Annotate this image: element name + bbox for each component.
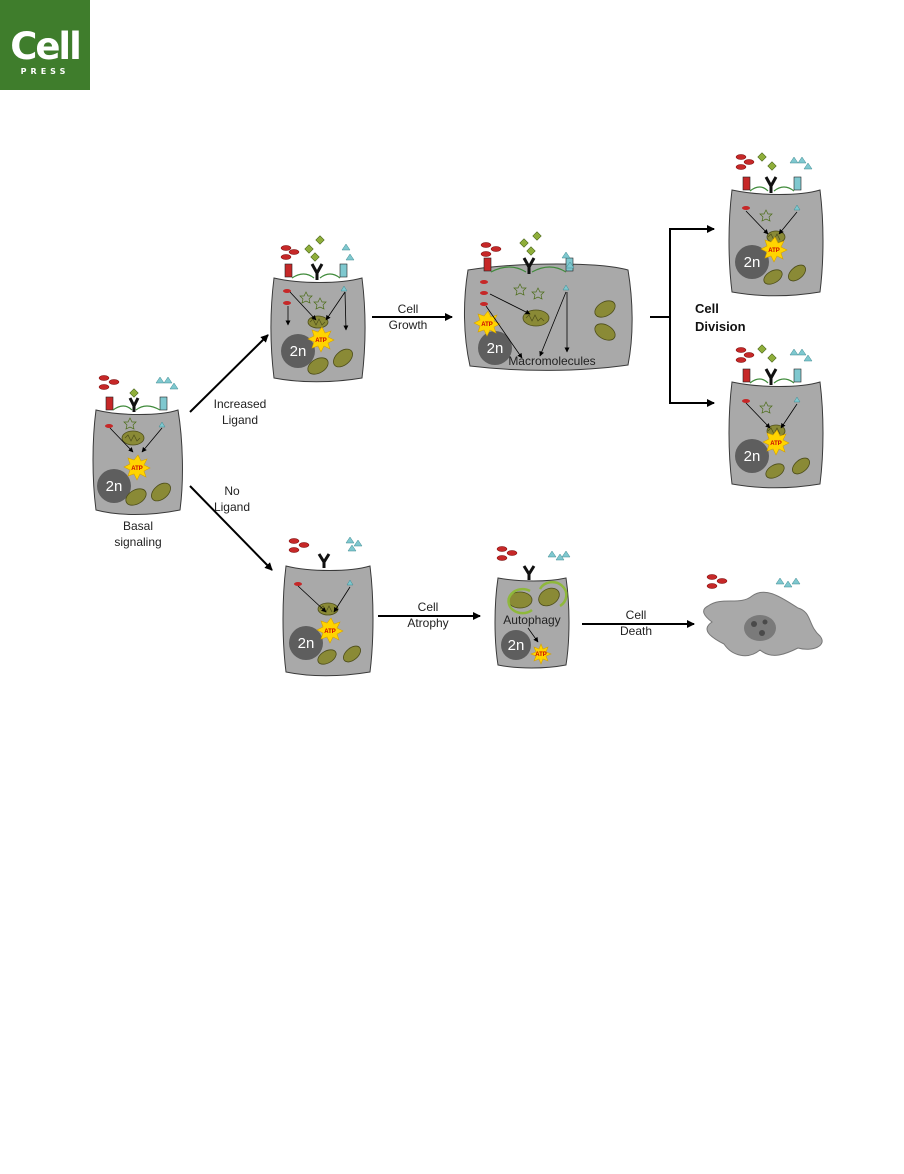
cell-press-logo: Cell PRESS bbox=[0, 0, 90, 90]
black-receptor bbox=[310, 263, 324, 280]
mitochondrion bbox=[594, 300, 616, 318]
red-receptor bbox=[105, 396, 114, 411]
arrow-cell-division-lower bbox=[669, 317, 715, 407]
red-receptor bbox=[742, 368, 751, 383]
cyan-receptor bbox=[339, 263, 348, 278]
nucleus bbox=[97, 469, 131, 503]
svg-text:ATP: ATP bbox=[131, 466, 143, 472]
atp-labels: ATP ATP ATP ATP ATP ATP ATP bbox=[131, 248, 782, 658]
nuclei bbox=[97, 245, 776, 660]
atp-burst bbox=[123, 454, 151, 481]
svg-text:ATP: ATP bbox=[315, 338, 327, 344]
red-ligands bbox=[98, 154, 755, 589]
label-cell-growth: Growth bbox=[389, 318, 428, 332]
arrow-no-ligand bbox=[189, 485, 273, 571]
nucleus-label: 2n bbox=[487, 340, 504, 357]
black-receptor bbox=[764, 176, 778, 193]
black-receptor bbox=[317, 553, 331, 568]
label-cell-division: Cell bbox=[695, 301, 719, 316]
mitochondrion bbox=[788, 264, 806, 282]
black-receptor bbox=[128, 397, 140, 412]
atp-bursts bbox=[123, 236, 790, 665]
mitochondrion bbox=[792, 457, 810, 475]
mitochondrion bbox=[763, 269, 783, 285]
label-basal-signaling: signaling bbox=[114, 535, 161, 549]
atp-burst bbox=[762, 429, 790, 456]
atp-burst bbox=[530, 643, 552, 665]
cyan-ligands bbox=[155, 156, 813, 588]
nucleus-label: 2n bbox=[508, 637, 525, 654]
cyan-receptor bbox=[159, 396, 168, 411]
red-receptor bbox=[284, 263, 293, 278]
label-increased-ligand: Ligand bbox=[222, 413, 258, 427]
mitochondrion bbox=[125, 488, 147, 506]
arrow-cell-division bbox=[650, 225, 715, 318]
cyan-receptor bbox=[793, 176, 802, 191]
label-no-ligand: Ligand bbox=[214, 500, 250, 514]
nucleus bbox=[735, 439, 769, 473]
nucleus bbox=[281, 334, 315, 368]
label-basal-signaling: Basal bbox=[123, 519, 153, 533]
membrane-signaling-arcs bbox=[112, 186, 795, 411]
label-cell-atrophy: Atrophy bbox=[407, 616, 448, 630]
logo-wordmark: Cell bbox=[10, 25, 82, 68]
pathway-labels: Increased Ligand No Ligand Basal signali… bbox=[114, 301, 745, 638]
black-receptor bbox=[764, 368, 778, 385]
mitochondrion bbox=[307, 357, 329, 375]
atp-burst bbox=[760, 236, 788, 263]
autophagosome-membranes bbox=[507, 580, 568, 615]
cyan-receptor bbox=[793, 368, 802, 383]
mitochondrion bbox=[317, 602, 339, 616]
label-cell-atrophy: Cell bbox=[418, 600, 439, 614]
atp-burst bbox=[307, 326, 335, 353]
nucleus-label: 2n bbox=[290, 343, 307, 360]
nucleus-labels: 2n 2n 2n 2n 2n 2n 2n bbox=[106, 254, 761, 654]
svg-text:ATP: ATP bbox=[535, 652, 547, 658]
red-receptor bbox=[742, 176, 751, 191]
label-autophagy: Autophagy bbox=[503, 613, 560, 627]
svg-text:ATP: ATP bbox=[770, 441, 782, 447]
arrow-increased-ligand bbox=[189, 334, 269, 413]
mitochondria bbox=[121, 230, 810, 665]
label-no-ligand: No bbox=[224, 484, 240, 498]
receptors bbox=[105, 176, 802, 580]
black-receptor bbox=[522, 565, 536, 580]
nucleus bbox=[735, 245, 769, 279]
svg-text:ATP: ATP bbox=[481, 322, 493, 328]
nucleus-fragmented bbox=[744, 615, 776, 641]
mitochondrion bbox=[317, 649, 337, 665]
label-cell-death: Death bbox=[620, 624, 652, 638]
mitochondrion bbox=[594, 323, 616, 341]
pathway-arrows bbox=[189, 225, 715, 628]
label-cell-growth: Cell bbox=[398, 302, 419, 316]
mitochondrion bbox=[343, 645, 361, 663]
red-receptor bbox=[483, 257, 492, 272]
logo-subtitle: PRESS bbox=[20, 67, 70, 76]
black-receptor bbox=[522, 257, 536, 274]
atp-burst bbox=[316, 617, 344, 644]
nucleus-label: 2n bbox=[744, 448, 761, 465]
mitochondrion bbox=[333, 348, 353, 368]
mitochondrion bbox=[121, 430, 145, 446]
nucleus bbox=[478, 331, 512, 365]
label-cell-death: Cell bbox=[626, 608, 647, 622]
nucleus bbox=[289, 626, 323, 660]
green-ligands bbox=[129, 152, 777, 398]
mitochondrion-autophagosome bbox=[538, 587, 560, 607]
nucleus-label: 2n bbox=[744, 254, 761, 271]
label-macromolecules: Macromolecules bbox=[508, 354, 595, 368]
green-star-signals bbox=[123, 209, 773, 430]
nucleus-label: 2n bbox=[106, 478, 123, 495]
red-intracellular-signals bbox=[105, 206, 750, 586]
mitochondrion bbox=[151, 482, 171, 502]
nucleus bbox=[501, 630, 531, 660]
svg-text:ATP: ATP bbox=[324, 629, 336, 635]
label-cell-division: Division bbox=[695, 319, 746, 334]
intracellular-arrows bbox=[109, 210, 798, 643]
label-increased-ligand: Increased bbox=[214, 397, 267, 411]
svg-text:ATP: ATP bbox=[768, 248, 780, 254]
nucleus-label: 2n bbox=[298, 635, 315, 652]
mitochondrion bbox=[765, 463, 785, 479]
